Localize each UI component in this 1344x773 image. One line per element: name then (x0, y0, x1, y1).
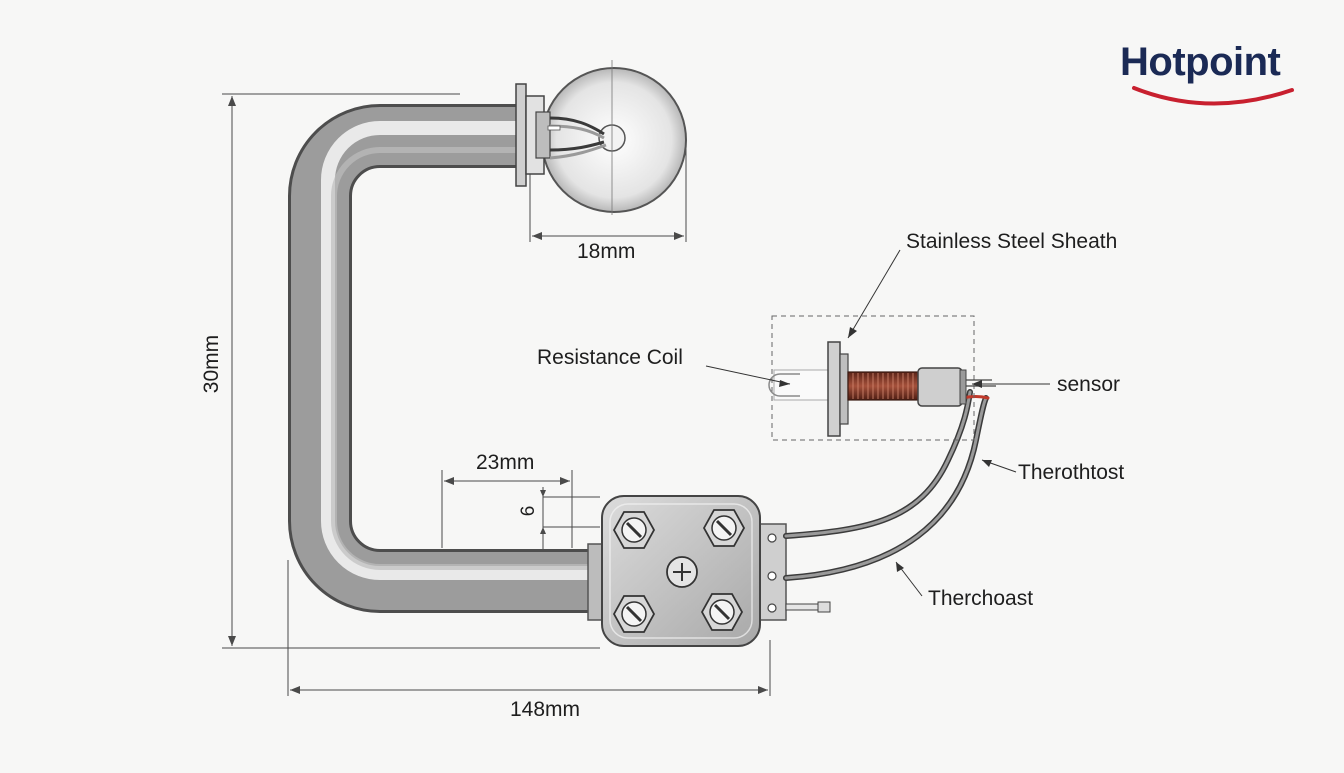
wires (783, 389, 990, 581)
dimension-label-width: 148mm (510, 698, 581, 721)
dimension-lines (222, 93, 771, 696)
cross-section-detail (768, 315, 996, 441)
dimension-arrows (228, 96, 768, 694)
mounting-flange (515, 60, 687, 215)
callout-coil: Resistance Coil (537, 346, 683, 369)
dimension-label-small: 6 (518, 505, 539, 517)
callout-thermostat-2: Therchoast (928, 587, 1034, 610)
leader-arrowheads (779, 327, 992, 572)
terminal-screws (612, 509, 746, 633)
callout-thermostat-1: Therothtost (1018, 461, 1125, 484)
logo-swoosh (1132, 86, 1294, 106)
dimension-label-height: 30mm (200, 334, 223, 394)
tube (288, 104, 605, 613)
callout-sensor: sensor (1057, 373, 1121, 396)
dimension-label-flange: 18mm (577, 240, 636, 263)
dimension-label-offset: 23mm (476, 451, 535, 474)
callout-sheath: Stainless Steel Sheath (906, 230, 1118, 253)
brand-logo-text: Hotpoint (1120, 40, 1281, 84)
